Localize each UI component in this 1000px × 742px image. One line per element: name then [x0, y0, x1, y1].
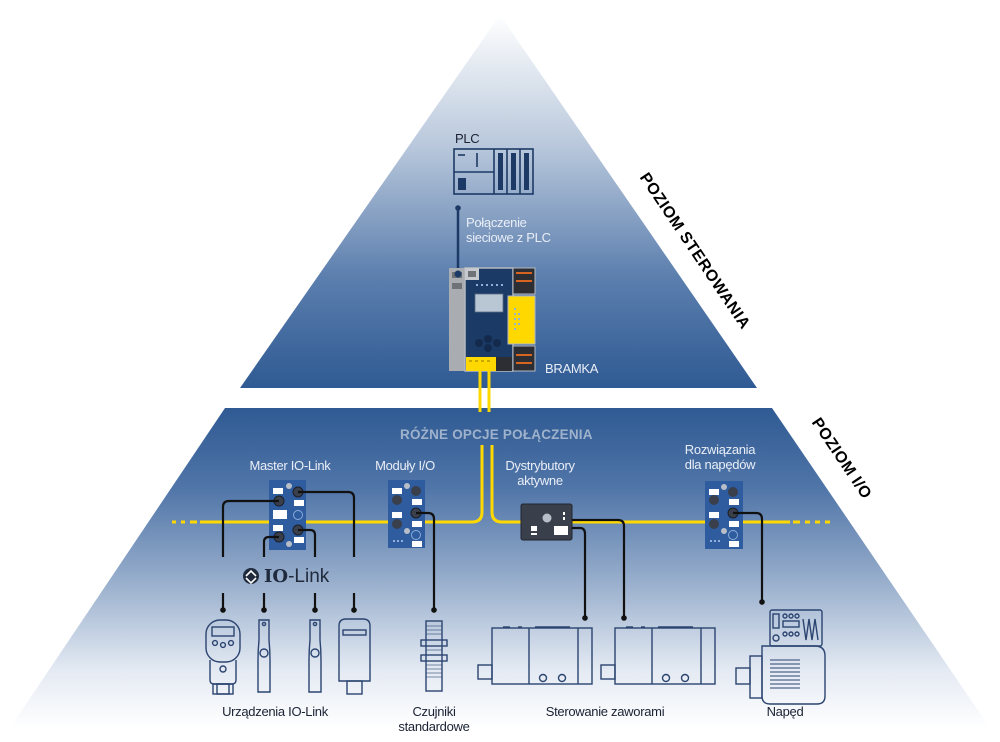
valve-terminal-icon-1 [477, 626, 593, 685]
device-cables [221, 490, 764, 618]
active-distributors-label: Dystrybutory aktywne [490, 458, 590, 488]
standard-sensor-icon [420, 620, 448, 692]
inductive-sensor-icon-2 [308, 619, 322, 693]
gateway-label: BRAMKA [545, 361, 599, 376]
active-distributors-label-line2: aktywne [517, 473, 563, 488]
drive-label: Napęd [766, 704, 804, 719]
io-module [388, 480, 425, 548]
network-connection-label-line2: sieciowe z PLC [466, 230, 551, 245]
drive-solutions-label-line1: Rozwiązania [684, 442, 756, 457]
io-link-logo: IO-Link [243, 566, 329, 588]
inductive-sensor-icon [257, 619, 271, 693]
io-modules-label: Moduły I/O [375, 458, 435, 473]
master-io-link-label: Master IO-Link [249, 458, 331, 473]
motor-drive-icon [735, 609, 826, 705]
master-io-link-module [269, 480, 306, 550]
io-link-logo-icon [243, 568, 259, 585]
control-level-section [240, 15, 757, 388]
io-level-section [10, 408, 990, 728]
valve-control-label: Sterowanie zaworami [545, 704, 665, 719]
io-link-logo-text: IO-Link [264, 566, 330, 587]
valve-terminal-icon-2 [600, 626, 716, 685]
network-connection-label: Połączenie sieciowe z PLC [466, 215, 551, 245]
standard-sensors-label: Czujniki standardowe [384, 704, 484, 734]
active-distributors-label-line1: Dystrybutory [505, 458, 575, 473]
gateway-device [449, 267, 536, 372]
plc-label: PLC [455, 131, 480, 146]
pressure-sensor-icon [205, 619, 241, 695]
drive-solutions-label-line2: dla napędów [684, 457, 756, 472]
drive-module [705, 481, 743, 549]
standard-sensors-label-line1: Czujniki [412, 704, 456, 719]
plc-network-cable-end [455, 205, 461, 211]
connection-options-title: RÓŻNE OPCJE POŁĄCZENIA [400, 427, 593, 442]
active-distributor [520, 503, 573, 541]
standard-sensors-label-line2: standardowe [398, 719, 470, 734]
fieldbus-lines [200, 371, 790, 524]
drive-solutions-label: Rozwiązania dla napędów [670, 442, 770, 472]
network-connection-label-line1: Połączenie [466, 215, 527, 230]
cable-ends [220, 599, 765, 621]
plc-icon [453, 148, 534, 195]
photoelectric-sensor-icon [338, 618, 371, 695]
io-link-devices-label: Urządzenia IO-Link [222, 704, 328, 719]
